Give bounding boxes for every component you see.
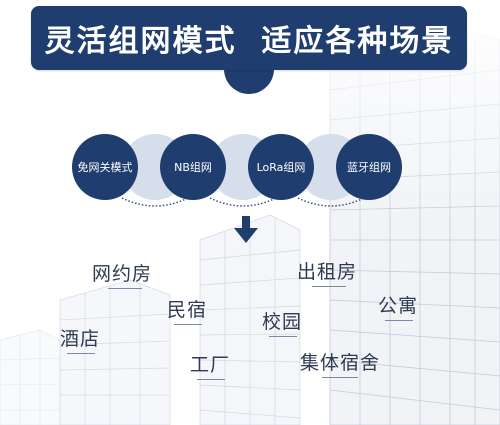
scene-label-hotel: 酒店 [60,328,101,350]
scene-underline [108,288,142,289]
scene-underline [67,353,95,354]
scene-label-campus: 校园 [262,311,303,333]
title-banner: 灵活组网模式 适应各种场景 [31,6,467,70]
scene-label-dormitory: 集体宿舍 [300,352,381,374]
mode-label: 免网关模式 [77,161,133,174]
mode-circle-nb: NB组网 [160,134,226,200]
scene-underline [197,379,225,380]
scene-label-online-rental: 网约房 [92,263,153,285]
scene-label-apartment: 公寓 [378,295,419,317]
scene-label-rental-house: 出租房 [297,261,358,283]
scene-underline [174,324,202,325]
scene-underline [312,286,346,287]
scene-label-homestay: 民宿 [167,299,208,321]
mode-circle-gateway-free: 免网关模式 [72,134,138,200]
mode-circle-bluetooth: 蓝牙组网 [336,134,402,200]
scene-underline [269,336,297,337]
mode-label: 蓝牙组网 [347,161,391,174]
mode-circle-lora: LoRa组网 [248,134,314,200]
down-arrow-icon [234,216,258,243]
scene-underline [385,320,413,321]
mode-label: LoRa组网 [256,161,306,174]
scene-underline [322,377,358,378]
scene-label-factory: 工厂 [190,354,231,376]
page-title: 灵活组网模式 适应各种场景 [44,24,454,59]
mode-label: NB组网 [174,161,212,174]
